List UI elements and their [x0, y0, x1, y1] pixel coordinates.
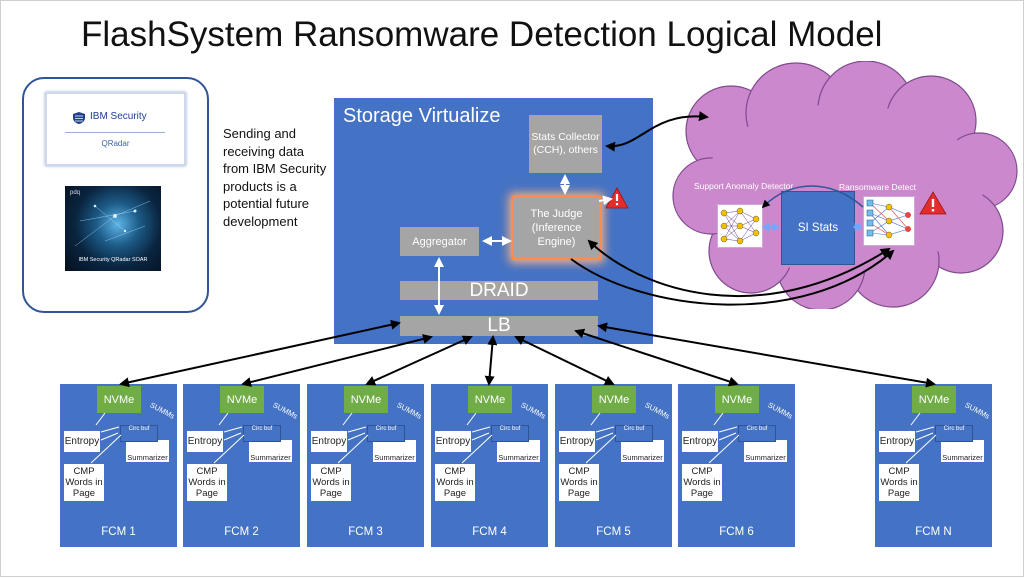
entropy-box: Entropy: [187, 431, 223, 452]
fcm-label: FCM 4: [472, 526, 507, 538]
summarizer-box: Summarizer: [249, 440, 292, 462]
summarizer-box: Summarizer: [126, 440, 169, 462]
fcm-label: FCM 2: [224, 526, 259, 538]
nvme-box: NVMe: [220, 386, 264, 413]
qradar-logo: IBM Security QRadar: [45, 92, 186, 166]
circ-buf-box: Circ buf: [615, 425, 653, 442]
ibm-shield-icon: [73, 112, 85, 124]
fcm-label: FCM 6: [719, 526, 754, 538]
ransomware-warning-icon: [919, 191, 947, 215]
fcm-module: NVMe SUMMs Summarizer Circ buf Entropy C…: [875, 384, 992, 547]
fcm-module: NVMe SUMMs Summarizer Circ buf Entropy C…: [183, 384, 300, 547]
aggregator-box: Aggregator: [400, 227, 479, 256]
cmp-words-box: CMP Words in Page: [559, 464, 599, 501]
cmp-words-box: CMP Words in Page: [682, 464, 722, 501]
nvme-box: NVMe: [912, 386, 956, 413]
qradar-product-text: QRadar: [101, 139, 130, 148]
entropy-box: Entropy: [682, 431, 718, 452]
fcm-module: NVMe SUMMs Summarizer Circ buf Entropy C…: [60, 384, 177, 547]
lb-to-fcm-arrows: [119, 111, 936, 388]
storage-virtualize-title: Storage Virtualize: [343, 105, 501, 127]
circ-buf-box: Circ buf: [491, 425, 529, 442]
fcm-module: NVMe SUMMs Summarizer Circ buf Entropy C…: [431, 384, 548, 547]
nvme-box: NVMe: [715, 386, 759, 413]
entropy-box: Entropy: [559, 431, 595, 452]
soar-network-art: [74, 200, 151, 247]
future-development-note: Sending and receiving data from IBM Secu…: [223, 126, 327, 229]
cmp-words-box: CMP Words in Page: [879, 464, 919, 501]
ransomware-to-anomaly-arrow: [761, 185, 864, 209]
cmp-words-box: CMP Words in Page: [311, 464, 351, 501]
stats-collector-box: Stats Collector (CCH), others: [529, 115, 602, 173]
judge-inference-engine-box: The Judge (Inference Engine): [512, 196, 601, 260]
soar-corner-logo: pdq: [70, 190, 81, 196]
cmp-words-box: CMP Words in Page: [187, 464, 227, 501]
entropy-box: Entropy: [311, 431, 347, 452]
entropy-box: Entropy: [435, 431, 471, 452]
summarizer-box: Summarizer: [373, 440, 416, 462]
fcm-label: FCM 1: [101, 526, 136, 538]
ransomware-detect-label: Ransomware Detect: [839, 182, 917, 192]
qradar-soar-image: pdq IBM Security QRadar SOAR: [65, 186, 161, 271]
slide-title: FlashSystem Ransomware Detection Logical…: [81, 15, 883, 54]
soar-label: IBM Security QRadar SOAR: [78, 257, 148, 263]
fcm-module: NVMe SUMMs Summarizer Circ buf Entropy C…: [307, 384, 424, 547]
circ-buf-box: Circ buf: [738, 425, 776, 442]
lb-bar: LB: [400, 316, 598, 336]
fcm-module: NVMe SUMMs Summarizer Circ buf Entropy C…: [678, 384, 795, 547]
summarizer-box: Summarizer: [497, 440, 540, 462]
summarizer-box: Summarizer: [941, 440, 984, 462]
entropy-box: Entropy: [879, 431, 915, 452]
fcm-label: FCM 3: [348, 526, 383, 538]
cmp-words-box: CMP Words in Page: [64, 464, 104, 501]
fcm-internal-lines: [90, 412, 937, 464]
circ-buf-box: Circ buf: [367, 425, 405, 442]
fcm-module: NVMe SUMMs Summarizer Circ buf Entropy C…: [555, 384, 672, 547]
nvme-box: NVMe: [344, 386, 388, 413]
circ-buf-box: Circ buf: [935, 425, 973, 442]
cmp-words-box: CMP Words in Page: [435, 464, 475, 501]
circ-buf-box: Circ buf: [243, 425, 281, 442]
anomaly-detector-label: Support Anomaly Detector: [694, 181, 794, 191]
nvme-box: NVMe: [468, 386, 512, 413]
circ-buf-box: Circ buf: [120, 425, 158, 442]
draid-bar: DRAID: [400, 281, 598, 300]
entropy-box: Entropy: [64, 431, 100, 452]
ransomware-neural-net-icon: [863, 196, 915, 246]
qradar-divider: [65, 132, 165, 133]
fcm-label: FCM N: [915, 526, 952, 538]
internal-white-arrows: [434, 174, 613, 315]
qradar-brand-text: IBM Security: [90, 111, 147, 122]
summarizer-box: Summarizer: [744, 440, 787, 462]
nvme-box: NVMe: [592, 386, 636, 413]
summarizer-box: Summarizer: [621, 440, 664, 462]
fcm-label: FCM 5: [596, 526, 631, 538]
nvme-box: NVMe: [97, 386, 141, 413]
